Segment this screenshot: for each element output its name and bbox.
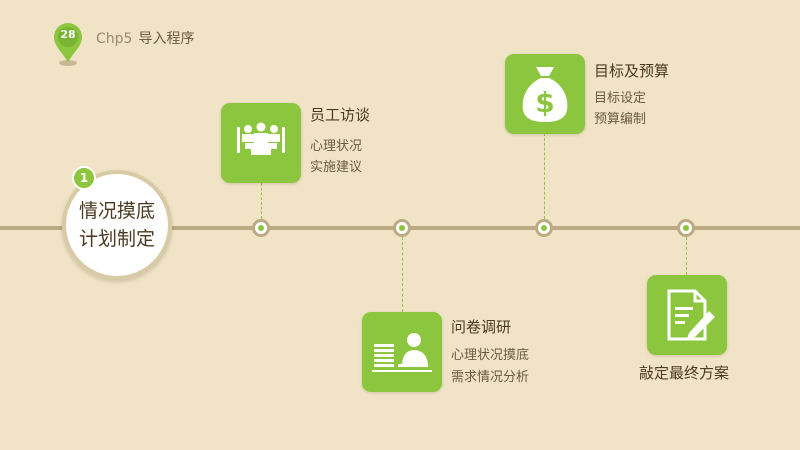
step-detail: 心理状况摸底 (451, 348, 530, 363)
step-icon-box-final-plan (647, 275, 727, 355)
connector-line (261, 183, 262, 219)
connector-line (544, 133, 545, 219)
svg-text:$: $ (535, 86, 554, 119)
chapter-heading: Chp5 导入程序 (96, 28, 194, 48)
step-title-interview: 员工访谈 (310, 106, 371, 124)
chapter-title: 导入程序 (138, 31, 195, 47)
start-line-1: 情况摸底 (78, 200, 155, 222)
step-detail: 心理状况 (310, 139, 363, 154)
location-pin-icon (54, 23, 82, 66)
step-icon-box-interview (221, 103, 301, 183)
step-number-badge: 1 (72, 166, 96, 190)
start-line-2: 计划制定 (78, 228, 155, 250)
timeline-node (677, 219, 695, 237)
step-title-final-plan: 敲定最终方案 (639, 364, 730, 382)
step-icon-box-survey (362, 312, 442, 392)
page-number-badge: 28 (60, 28, 76, 41)
timeline-node (252, 219, 270, 237)
step-detail: 预算编制 (594, 112, 647, 127)
chapter-code: Chp5 (96, 31, 133, 47)
step-detail: 目标设定 (594, 91, 647, 106)
timeline-node (535, 219, 553, 237)
step-detail: 需求情况分析 (451, 370, 530, 385)
document-edit-icon (667, 289, 715, 341)
step-icon-box-budget: $ (505, 54, 585, 134)
meeting-icon (237, 122, 285, 155)
survey-icon (372, 333, 432, 372)
start-step-circle: 情况摸底 计划制定 (62, 170, 172, 280)
step-title-survey: 问卷调研 (451, 318, 512, 336)
connector-line (686, 237, 687, 275)
timeline-node (393, 219, 411, 237)
step-detail: 实施建议 (310, 160, 363, 175)
money-bag-icon: $ (522, 67, 568, 122)
step-title-budget: 目标及预算 (594, 62, 670, 80)
connector-line (402, 237, 403, 312)
